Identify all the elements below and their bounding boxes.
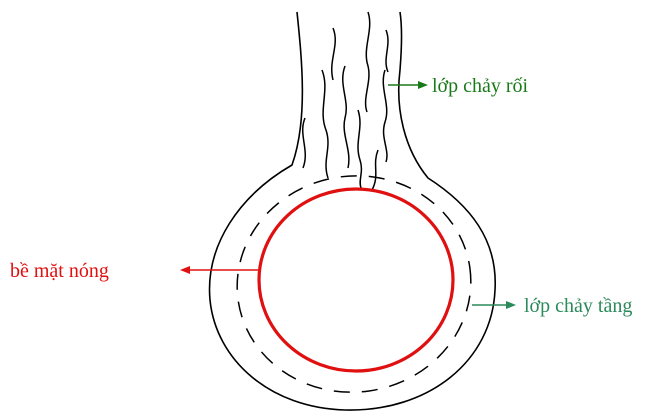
turbulent-line	[372, 150, 378, 190]
hot-surface-circle	[259, 189, 453, 371]
hot-surface-arrow	[180, 266, 258, 274]
boundary-layer-outline	[210, 12, 496, 410]
turbulent-flow-lines	[303, 12, 388, 190]
turbulent-layer-arrow	[388, 81, 428, 89]
laminar-layer-label: lớp chảy tầng	[524, 295, 632, 317]
turbulent-layer-label: lớp chảy rối	[432, 75, 529, 97]
turbulent-line	[322, 70, 328, 178]
turbulent-line	[343, 66, 349, 168]
hot-surface-label: bề mặt nóng	[10, 260, 109, 282]
turbulent-line	[383, 70, 387, 162]
turbulent-line	[332, 28, 336, 80]
turbulent-line	[303, 118, 306, 168]
turbulent-line	[366, 12, 370, 112]
turbulent-line	[358, 110, 361, 188]
turbulent-line	[386, 30, 388, 72]
